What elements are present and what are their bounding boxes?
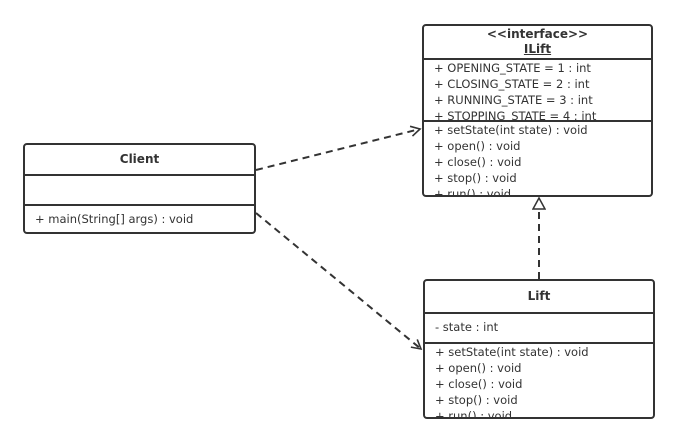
lift-methods: + setState(int state) : void + open() : … <box>425 344 653 417</box>
ilift-header: <<interface>> ILift <box>424 26 651 60</box>
method: + setState(int state) : void <box>435 345 589 359</box>
method: + run() : void <box>434 187 512 195</box>
method: + main(String[] args) : void <box>35 212 194 226</box>
interface-ilift[interactable]: <<interface>> ILift + OPENING_STATE = 1 … <box>422 24 653 197</box>
client-methods: + main(String[] args) : void <box>25 206 254 232</box>
method: + close() : void <box>434 155 522 169</box>
method: + run() : void <box>435 409 513 417</box>
method: + stop() : void <box>435 393 518 407</box>
dependency-client-lift <box>255 212 423 351</box>
stereotype-label: <<interface>> <box>486 27 589 41</box>
lift-attributes: - state : int <box>425 314 653 344</box>
ilift-attributes: + OPENING_STATE = 1 : int + CLOSING_STAT… <box>424 60 651 122</box>
method: + stop() : void <box>434 171 517 185</box>
attribute: + STOPPING_STATE = 4 : int <box>434 109 597 122</box>
method: + open() : void <box>435 361 522 375</box>
ilift-methods: + setState(int state) : void + open() : … <box>424 122 651 195</box>
attribute: + RUNNING_STATE = 3 : int <box>434 93 593 107</box>
method: + open() : void <box>434 139 521 153</box>
attribute: + CLOSING_STATE = 2 : int <box>434 77 590 91</box>
attribute: - state : int <box>435 320 499 334</box>
class-name: Client <box>25 145 254 176</box>
class-lift[interactable]: Lift - state : int + setState(int state)… <box>423 279 655 419</box>
attribute: + OPENING_STATE = 1 : int <box>434 61 591 75</box>
class-name: Lift <box>425 281 653 314</box>
class-client[interactable]: Client + main(String[] args) : void <box>23 143 256 234</box>
dependency-client-ilift <box>255 125 422 171</box>
method: + setState(int state) : void <box>434 123 588 137</box>
method: + close() : void <box>435 377 523 391</box>
client-attributes <box>25 176 254 206</box>
class-name: ILift <box>523 42 552 56</box>
